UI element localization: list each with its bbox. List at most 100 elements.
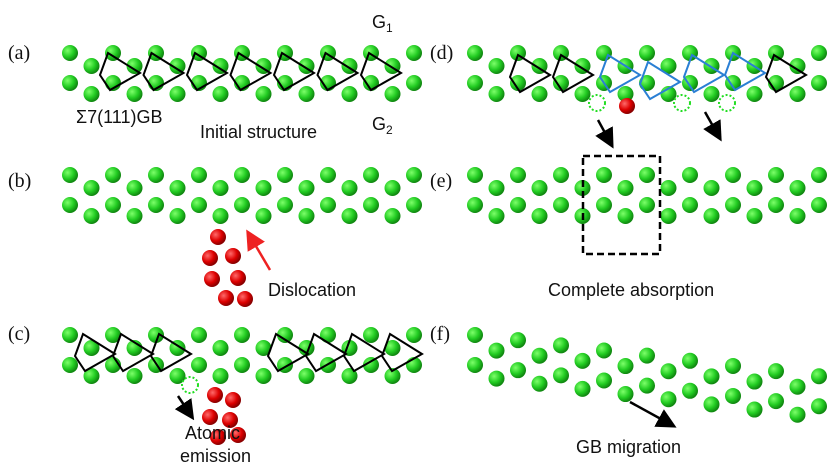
atom — [531, 347, 548, 364]
atom — [191, 167, 207, 183]
atom — [553, 75, 569, 91]
atom — [703, 180, 720, 196]
gb-kite — [380, 332, 424, 373]
atom — [488, 342, 505, 359]
atom — [639, 167, 655, 183]
atom — [212, 368, 229, 384]
atom — [789, 58, 806, 74]
atom — [811, 197, 827, 213]
panel-f-label: (f) — [430, 323, 450, 345]
atom — [83, 180, 100, 196]
atom — [725, 197, 741, 213]
dislocation-atom — [218, 290, 234, 306]
atom — [320, 197, 336, 213]
atom — [234, 197, 250, 213]
atom — [660, 180, 677, 196]
gb-kite — [73, 332, 117, 373]
atom — [126, 58, 143, 74]
atom — [531, 375, 548, 392]
atom — [191, 197, 207, 213]
direction-arrow — [703, 111, 722, 142]
vacancy-site — [673, 94, 691, 112]
migrated-gb-kite — [638, 60, 682, 101]
gb-kite — [764, 53, 808, 94]
atom — [553, 167, 569, 183]
atom — [746, 86, 763, 102]
atom — [467, 167, 483, 183]
atom — [105, 45, 121, 61]
dislocation-atom — [210, 229, 226, 245]
atom — [725, 357, 741, 374]
panel-c-label: (c) — [8, 323, 31, 345]
atom — [384, 368, 401, 384]
atom — [62, 357, 78, 373]
atom — [467, 75, 483, 91]
gb-kite — [142, 51, 186, 92]
atom — [574, 380, 591, 397]
panel-d-label: (d) — [430, 42, 454, 64]
atom — [384, 340, 401, 356]
gb-kite — [185, 51, 229, 92]
panel-a-label: (a) — [8, 42, 31, 64]
atom — [406, 197, 422, 213]
atom — [682, 382, 698, 399]
atom — [341, 180, 358, 196]
atom — [126, 368, 143, 384]
atom — [105, 167, 121, 183]
atom — [126, 86, 143, 102]
atom — [320, 167, 336, 183]
atom — [789, 86, 806, 102]
dislocation-atom — [202, 409, 218, 425]
atom — [617, 358, 634, 375]
atom — [212, 208, 229, 224]
vacancy-site — [181, 376, 199, 394]
atom — [639, 347, 655, 364]
atom — [169, 368, 186, 384]
atom — [126, 180, 143, 196]
atom — [574, 180, 591, 196]
atom — [596, 197, 612, 213]
atom — [811, 167, 827, 183]
atom — [746, 208, 763, 224]
atom — [811, 45, 827, 61]
atom — [725, 167, 741, 183]
atom — [639, 377, 655, 394]
atom — [682, 197, 698, 213]
atom — [488, 86, 505, 102]
atom — [62, 167, 78, 183]
atom — [768, 45, 784, 61]
dislocation-atom — [202, 250, 218, 266]
atom — [234, 357, 250, 373]
atom — [467, 327, 483, 343]
atom — [148, 167, 164, 183]
dislocation-atom — [230, 427, 246, 443]
atom — [768, 393, 784, 410]
gb-kite — [111, 332, 155, 373]
atom — [83, 368, 100, 384]
atom — [298, 180, 315, 196]
atom — [510, 197, 526, 213]
gb-kite — [551, 53, 595, 94]
atom — [725, 75, 741, 91]
atom — [660, 391, 677, 408]
atom — [746, 373, 763, 390]
grain-g1-label: G1 — [372, 12, 393, 35]
atom — [811, 368, 827, 385]
atom — [191, 327, 207, 343]
gb-kite — [316, 51, 360, 92]
dislocation-atom — [225, 248, 241, 264]
atom — [553, 337, 569, 354]
atom — [126, 208, 143, 224]
gb-kite — [508, 53, 552, 94]
atom — [639, 45, 655, 61]
gb-type-label: Σ7(111)GB — [76, 107, 163, 127]
grain-g2-label: G2 — [372, 114, 393, 137]
atom — [768, 167, 784, 183]
gb-kite — [229, 51, 273, 92]
atom — [341, 86, 358, 102]
atom — [320, 327, 336, 343]
atom — [811, 75, 827, 91]
dislocation-atom — [210, 429, 226, 445]
atom — [488, 370, 505, 387]
